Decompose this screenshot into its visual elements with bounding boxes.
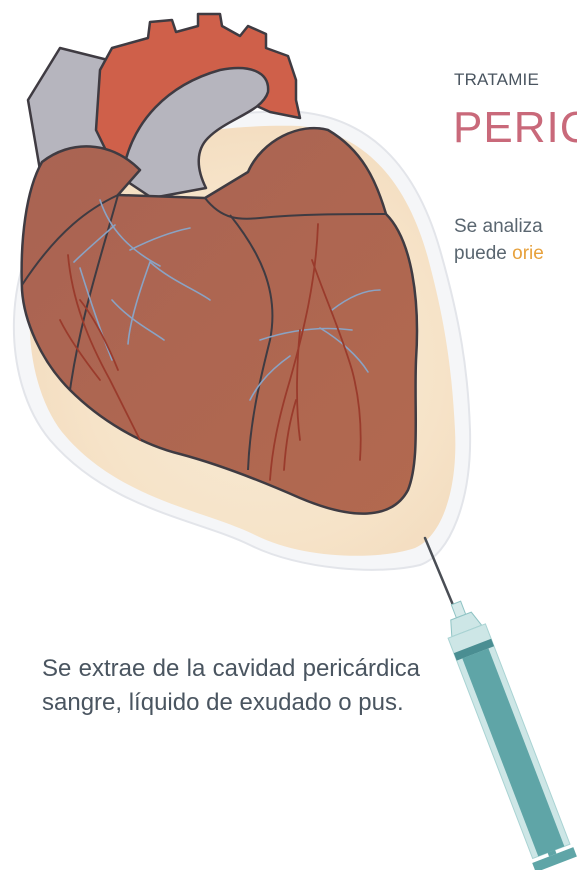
veins [73,199,381,401]
needle [423,536,455,607]
intro-text: Se analiza puede orie [454,213,577,267]
section-kicker: TRATAMIE [454,70,540,89]
syringe-icon [447,600,577,870]
page-title: PERIC [453,104,577,152]
arteries [59,223,362,481]
intro-line-2-prefix: puede [454,243,513,264]
intro-highlight: orie [512,243,544,264]
procedure-caption: Se extrae de la cavidad pericárdica sang… [42,655,420,716]
chamber-lines [21,194,387,471]
pulmonary-artery [120,66,270,200]
intro-line-1: Se analiza [454,216,543,237]
intro-line-2: puede orie [454,240,577,267]
